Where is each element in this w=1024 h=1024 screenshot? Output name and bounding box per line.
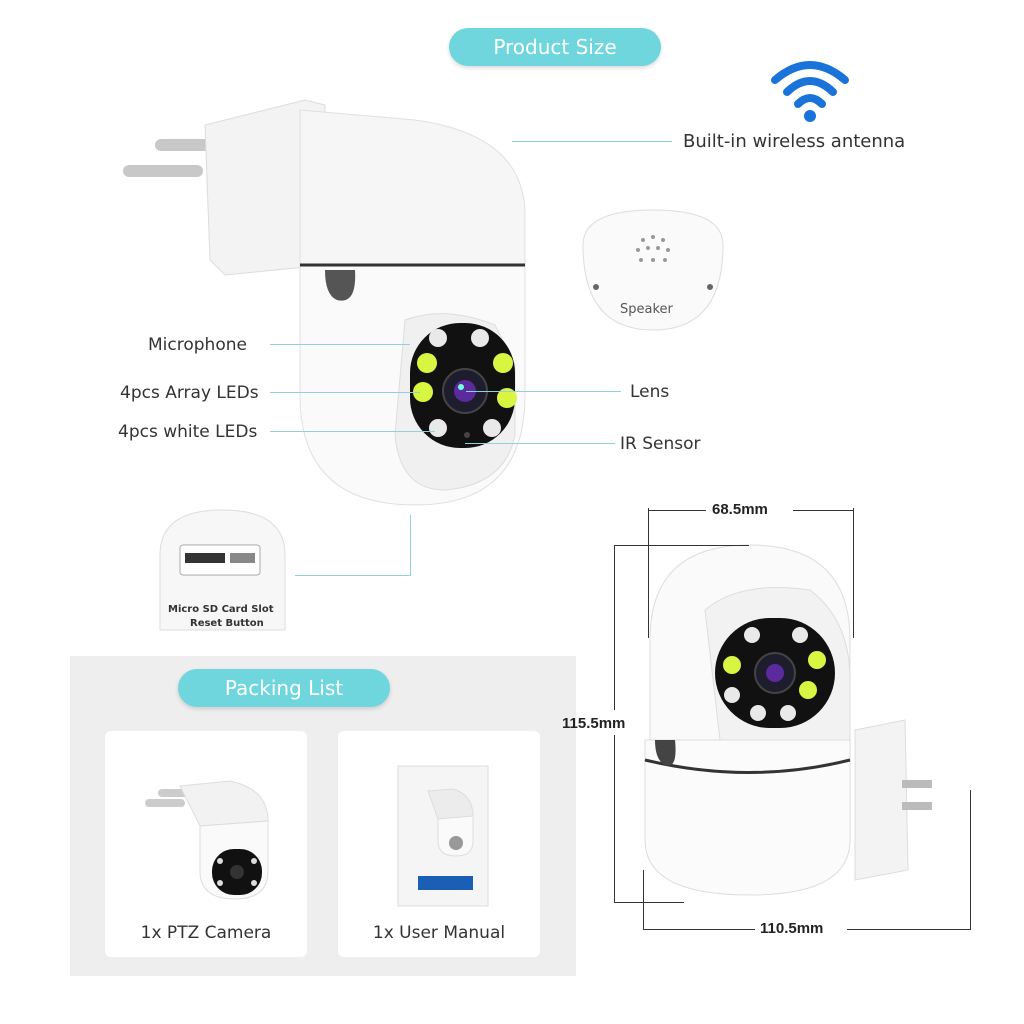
- sd-line-vertical: [410, 515, 411, 575]
- main-camera-image: [123, 99, 526, 506]
- array-leds-label: 4pcs Array LEDs: [120, 383, 259, 403]
- ptz-camera-thumbnail: [145, 780, 269, 900]
- height-tick-top: [614, 545, 749, 546]
- height-line-bottom: [614, 735, 615, 903]
- packing-item-label: 1x User Manual: [372, 923, 506, 943]
- depth-line-left: [648, 510, 706, 511]
- height-tick-bottom: [614, 902, 684, 903]
- antenna-label: Built-in wireless antenna: [683, 131, 906, 152]
- width-tick-right: [970, 790, 971, 930]
- width-tick-left: [643, 870, 644, 930]
- reset-button-label: Reset Button: [190, 618, 264, 629]
- speaker-inset: [582, 209, 724, 331]
- white-leds-line: [270, 431, 435, 432]
- sd-line-horizontal: [295, 575, 411, 576]
- speaker-label: Speaker: [620, 302, 673, 317]
- depth-tick-left: [648, 508, 649, 638]
- user-manual-thumbnail: [397, 765, 489, 907]
- lens-line: [466, 391, 621, 392]
- sd-slot-label: Micro SD Card Slot: [168, 604, 274, 615]
- ir-sensor-label: IR Sensor: [620, 434, 701, 454]
- height-line-top: [614, 545, 615, 710]
- antenna-line: [512, 141, 672, 142]
- microphone-label: Microphone: [148, 335, 247, 355]
- microphone-line: [270, 344, 410, 345]
- lens-label: Lens: [630, 382, 670, 402]
- width-line-right: [847, 929, 970, 930]
- wifi-icon: [771, 61, 849, 122]
- depth-dimension: 68.5mm: [712, 501, 768, 518]
- array-leds-line: [270, 392, 420, 393]
- product-size-header: Product Size: [449, 28, 661, 66]
- height-dimension: 115.5mm: [562, 715, 626, 732]
- packing-list-header: Packing List: [178, 669, 390, 707]
- packing-item-camera: 1x PTZ Camera: [105, 731, 307, 957]
- white-leds-label: 4pcs white LEDs: [118, 422, 258, 442]
- width-line-left: [643, 929, 755, 930]
- sd-slot-inset: [159, 509, 286, 631]
- depth-tick-right: [853, 508, 854, 638]
- packing-item-manual: 1x User Manual: [338, 731, 540, 957]
- dimension-camera-image: [644, 544, 932, 896]
- width-dimension: 110.5mm: [760, 920, 824, 937]
- depth-line-right: [793, 510, 853, 511]
- ir-sensor-line: [465, 443, 615, 444]
- packing-item-label: 1x PTZ Camera: [140, 923, 272, 943]
